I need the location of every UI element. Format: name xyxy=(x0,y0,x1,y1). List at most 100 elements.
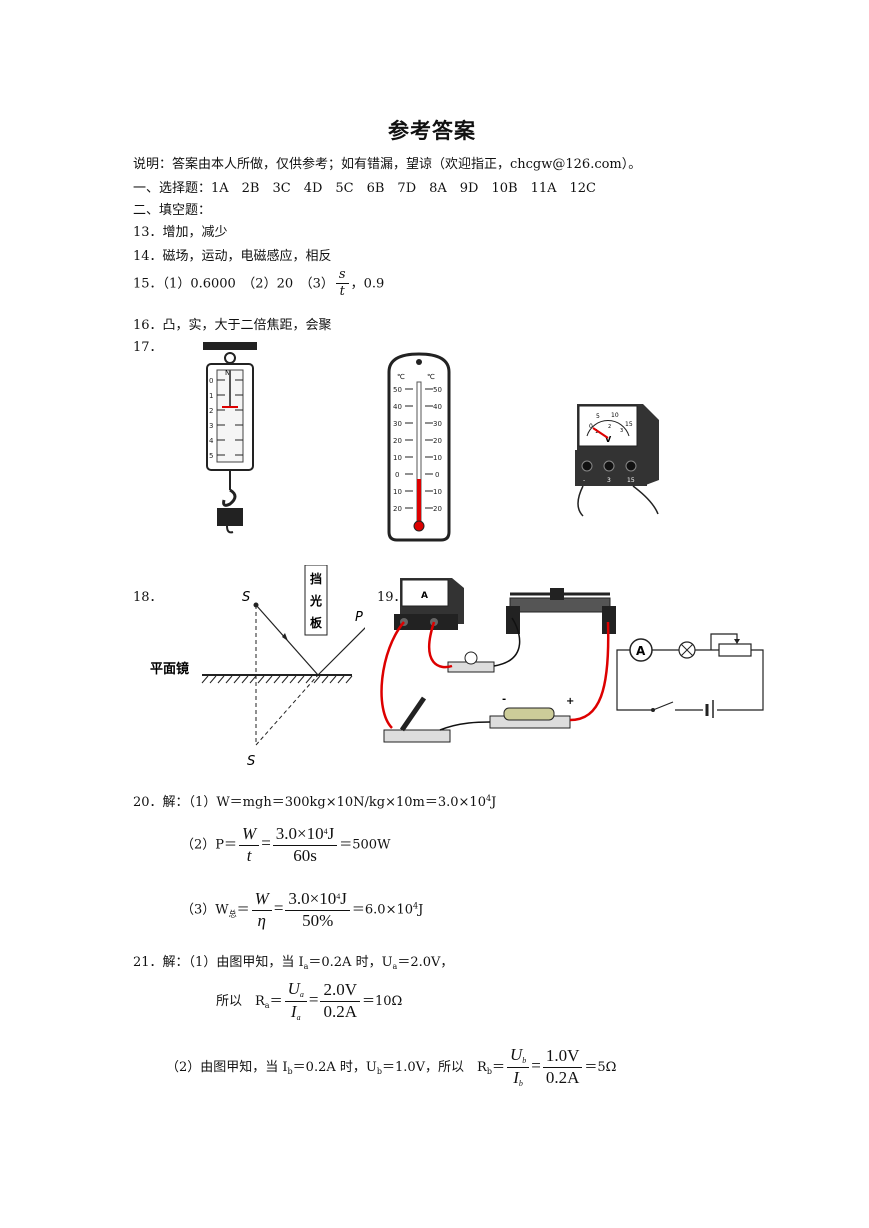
battery-plus: + xyxy=(566,696,574,707)
fraction-denominator: t xyxy=(339,284,345,300)
exponent: 4 xyxy=(336,892,341,901)
thermo-tick: 0 xyxy=(435,471,439,479)
thermo-tick: 50 xyxy=(433,386,442,394)
fraction-denominator: 50% xyxy=(302,910,334,930)
spring-tick-label: 2 xyxy=(209,407,213,415)
answer-21-text: ＝0.2A 时，U xyxy=(308,955,393,970)
subscript: a xyxy=(299,990,304,999)
thermo-tick: 10 xyxy=(393,488,402,496)
volt-inner-tick: 2 xyxy=(608,424,611,430)
thermo-tick: 40 xyxy=(393,403,402,411)
fraction-numerator: 2.0V xyxy=(320,980,360,1002)
exponent: 4 xyxy=(485,794,492,803)
subscript: a xyxy=(303,962,309,971)
volt-terminal-label: - xyxy=(583,477,585,484)
voltmeter-pointer xyxy=(592,427,609,439)
answer-21-line1: 21．解：（1）由图甲知，当 Ia＝0.2A 时，Ua＝2.0V， xyxy=(133,951,453,971)
answer-14: 14．磁场，运动，电磁感应，相反 xyxy=(133,249,332,264)
unit: J xyxy=(327,824,335,843)
board-char: 光 xyxy=(309,593,322,608)
volt-terminal-label: 3 xyxy=(607,477,611,484)
fraction-denominator: η xyxy=(257,910,266,930)
choice-answers: 一、选择题：1A 2B 3C 4D 5C 6B 7D 8A 9D 10B 11A… xyxy=(133,181,596,196)
thermo-tick: 10 xyxy=(433,488,442,496)
weight-block xyxy=(217,508,243,526)
fraction-numerator: U xyxy=(287,979,300,998)
fraction-denominator: 0.2A xyxy=(545,1067,580,1087)
spring-scale-figure: N 0 1 2 3 4 5 xyxy=(203,342,257,534)
subscript: a xyxy=(296,1012,301,1022)
note-text: 说明：答案由本人所做，仅供参考；如有错漏，望谅（欢迎指正，chcgw@126.c… xyxy=(133,157,642,172)
answer-20-line1: 20．解：（1）W＝mgh＝300kg×10N/kg×10m＝3.0×104J xyxy=(133,791,496,810)
thermo-tick: 40 xyxy=(433,403,442,411)
answer-21-text: 21．解：（1）由图甲知，当 I xyxy=(133,955,304,970)
thermo-unit-right: ℃ xyxy=(427,373,435,381)
board-char: 板 xyxy=(310,615,323,630)
answer-21-text: （2）由图甲知，当 I xyxy=(166,1059,288,1075)
volt-tick: 0 xyxy=(589,423,593,430)
fraction-denominator: I xyxy=(513,1067,519,1087)
volt-tick: 5 xyxy=(596,413,600,420)
fill-blank-heading: 二、填空题： xyxy=(133,203,212,218)
unit: J xyxy=(491,795,497,810)
thermo-tick: 0 xyxy=(395,471,399,479)
answer-15-part2: ，0.9 xyxy=(350,276,385,292)
unit: J xyxy=(418,902,424,918)
rheostat-symbol xyxy=(718,643,752,657)
exponent: 4 xyxy=(413,901,419,911)
fraction-numerator: 3.0×10 xyxy=(288,889,337,908)
spring-tick-label: 5 xyxy=(209,452,213,460)
volt-symbol: V xyxy=(605,435,612,444)
voltmeter-figure: 0 5 10 15 1 2 3 V - 3 15 xyxy=(575,404,659,517)
subscript: b xyxy=(486,1066,492,1076)
subscript: b xyxy=(376,1066,382,1076)
subscript: b xyxy=(522,1056,527,1065)
thermo-tick: 20 xyxy=(393,437,402,445)
thermo-tick: 50 xyxy=(393,386,402,394)
fraction-numerator: 3.0×10 xyxy=(275,824,324,843)
thermo-tick: 10 xyxy=(393,454,402,462)
spring-scale-unit: N xyxy=(225,369,230,377)
resistance-b-result: ＝5Ω xyxy=(584,1059,617,1075)
mirror-label: 平面镜 xyxy=(150,661,189,677)
answer-21-text: ＝1.0V，所以 R xyxy=(381,1059,487,1075)
thermo-tick: 10 xyxy=(433,454,442,462)
answer-15-part1: 15．（1）0.6000 （2）20 （3） xyxy=(133,276,334,292)
fraction-denominator: 0.2A xyxy=(323,1001,357,1021)
thermo-tick: 20 xyxy=(433,505,442,513)
fraction-denominator: I xyxy=(290,1001,297,1021)
answer-16: 16．凸，实，大于二倍焦距，会聚 xyxy=(133,318,332,333)
total-work-prefix: （3）W xyxy=(181,902,229,918)
spring-tick-label: 3 xyxy=(209,422,213,430)
page-title: 参考答案 xyxy=(388,118,476,143)
fraction-numerator: W xyxy=(254,889,269,908)
source-point-label: S xyxy=(242,590,250,605)
thermo-tick: 20 xyxy=(393,505,402,513)
point-p-label: P xyxy=(355,610,363,625)
volt-inner-tick: 1 xyxy=(595,429,598,435)
thermo-liquid xyxy=(417,479,421,522)
volt-tick: 15 xyxy=(625,421,633,428)
answer-21-text: ＝0.2A 时，U xyxy=(292,1059,377,1075)
subscript: 总 xyxy=(228,909,237,919)
circuit-diagram: A xyxy=(616,633,764,718)
fraction-denominator: t xyxy=(246,845,252,865)
thermo-tick: 30 xyxy=(433,420,442,428)
fraction-numerator: 1.0V xyxy=(542,1046,583,1068)
volt-terminal-label: 15 xyxy=(627,477,635,484)
board-char: 挡 xyxy=(310,571,322,586)
power-result: ＝500W xyxy=(339,837,391,853)
answer-21-text: ＝2.0V， xyxy=(397,955,454,970)
wiring-figure: A - + xyxy=(380,578,616,743)
